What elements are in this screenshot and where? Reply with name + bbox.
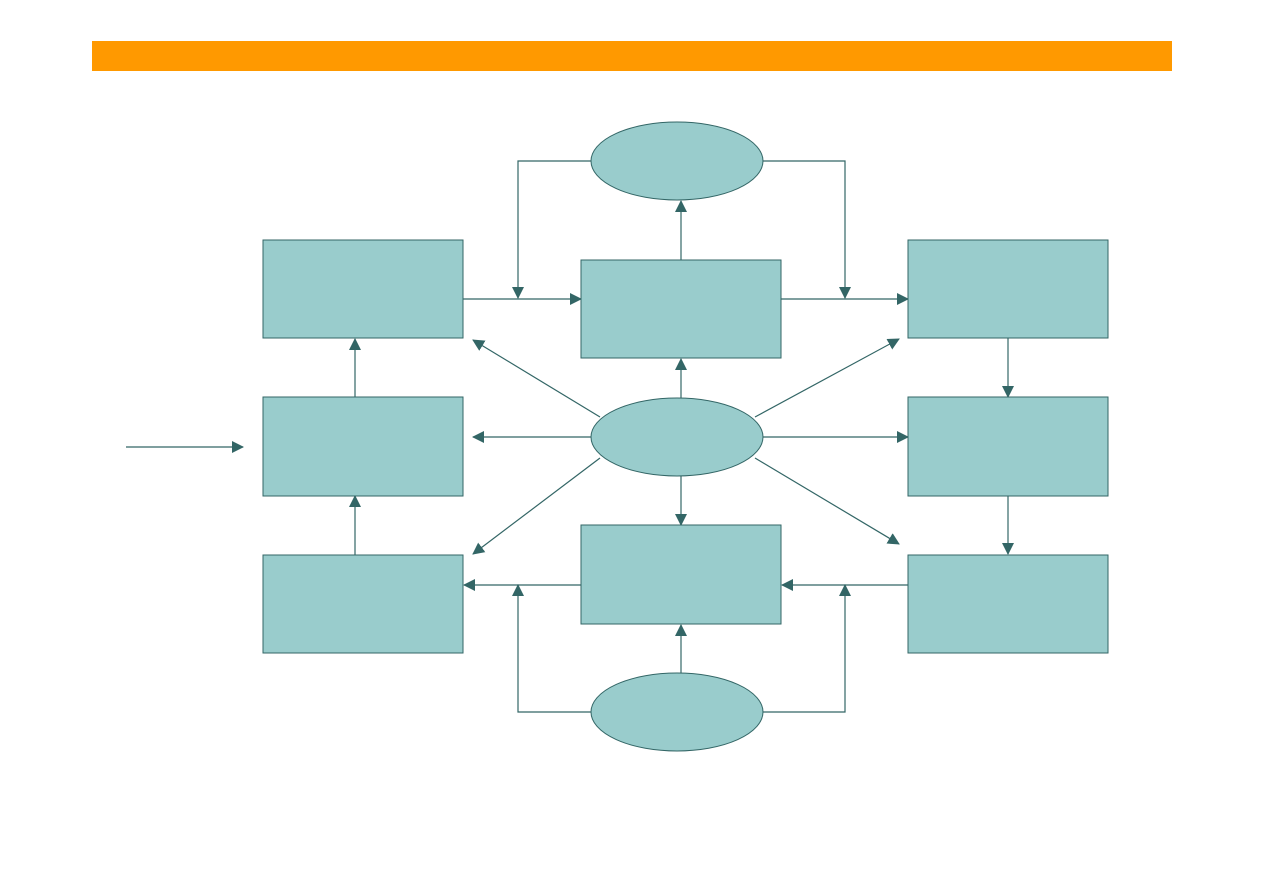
connector-center-to-bottom-left bbox=[472, 457, 601, 555]
connector-bottom-ellipse-to-bottom-left-input bbox=[512, 584, 591, 713]
box-top-center bbox=[580, 259, 782, 359]
box-bottom-left bbox=[262, 554, 464, 654]
connector-top-ellipse-to-top-right-input bbox=[763, 160, 851, 299]
connector-center-to-top-right bbox=[754, 338, 900, 418]
connectors bbox=[126, 160, 1014, 713]
ellipse-top bbox=[590, 121, 764, 201]
connector-bottom-ellipse-to-bottom-right-input bbox=[763, 584, 851, 713]
box-top-left bbox=[262, 239, 464, 339]
box-top-right bbox=[907, 239, 1109, 339]
box-bottom-center bbox=[580, 524, 782, 625]
box-bottom-right bbox=[907, 554, 1109, 654]
ellipse-center bbox=[590, 397, 764, 477]
ellipse-bottom bbox=[590, 672, 764, 752]
box-mid-right bbox=[907, 396, 1109, 497]
title-bar bbox=[92, 41, 1172, 71]
nodes bbox=[262, 121, 1109, 752]
box-mid-left bbox=[262, 396, 464, 497]
connector-center-to-top-left bbox=[472, 339, 601, 418]
connector-center-to-bottom-right bbox=[754, 457, 900, 545]
connector-top-ellipse-to-top-left-input bbox=[512, 160, 591, 299]
